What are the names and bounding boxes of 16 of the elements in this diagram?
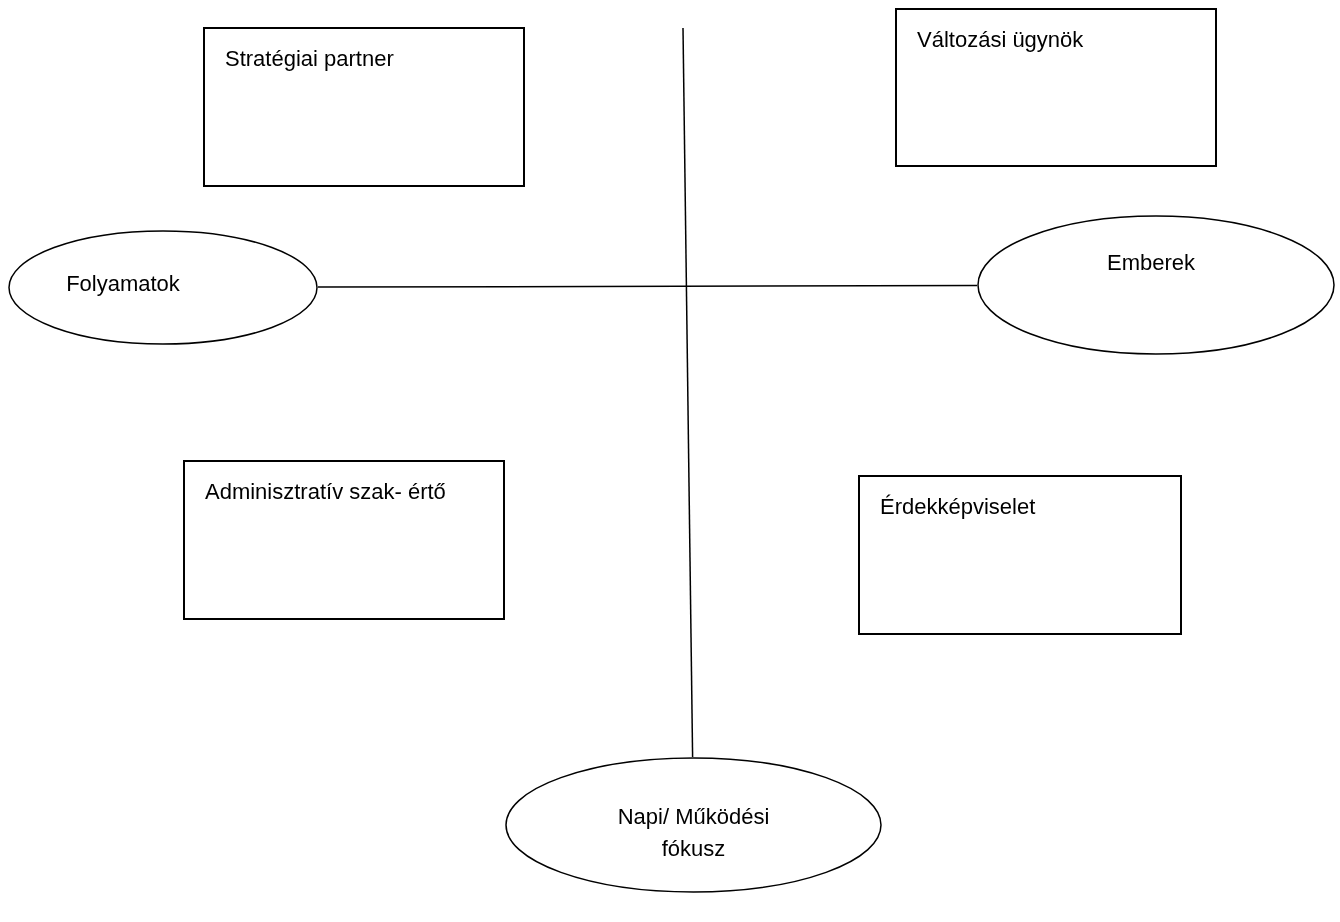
node-label: Érdekképviselet (880, 493, 1036, 521)
node-label: Változási ügynök (917, 26, 1084, 54)
ellipse-node (8, 230, 318, 345)
axis-line (317, 284, 978, 288)
axis-line (682, 27, 694, 758)
ellipse-node (977, 215, 1335, 355)
node-label: Stratégiai partner (225, 45, 394, 73)
node-label: Napi/ Működési fókusz (616, 803, 771, 863)
node-label: Emberek (1106, 249, 1195, 278)
role-box (858, 475, 1182, 635)
role-box (203, 27, 525, 187)
role-box (183, 460, 505, 620)
role-box (895, 8, 1217, 167)
node-label: Adminisztratív szak- értő (205, 478, 447, 506)
ellipse-node (505, 757, 882, 893)
node-label: Folyamatok (66, 269, 180, 298)
